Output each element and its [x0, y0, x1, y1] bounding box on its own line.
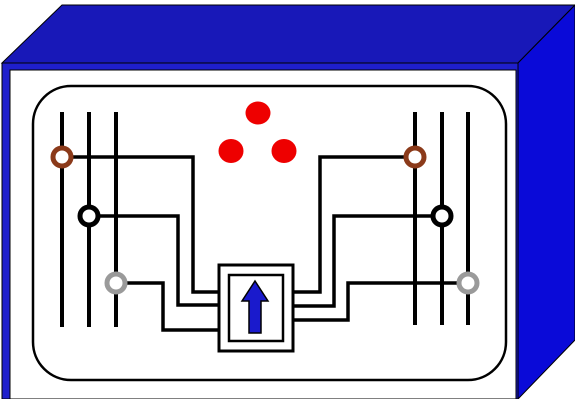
right-wire-bottom — [290, 281, 468, 322]
led-left — [218, 139, 244, 163]
left-wiring — [62, 155, 222, 332]
left-brown-terminal-icon — [50, 145, 74, 169]
right-wiring — [290, 155, 468, 322]
box-top-face — [0, 4, 575, 64]
led-right — [271, 139, 297, 163]
left-wire-middle — [89, 214, 222, 307]
right-wire-middle — [290, 214, 442, 308]
right-black-terminal-icon — [430, 204, 454, 228]
left-black-terminal-icon — [77, 204, 101, 228]
three-red-led-indicators — [218, 101, 297, 163]
right-brown-terminal-icon — [403, 145, 427, 169]
left-wire-top — [62, 155, 222, 294]
right-gray-terminal-icon — [456, 271, 480, 295]
inner-outline — [31, 84, 508, 382]
right-wire-top — [290, 155, 415, 294]
box-side-face — [517, 4, 575, 399]
left-gray-terminal-icon — [104, 271, 128, 295]
left-wire-bottom — [116, 281, 222, 332]
up-arrow-icon — [240, 279, 270, 334]
led-top — [245, 101, 271, 125]
